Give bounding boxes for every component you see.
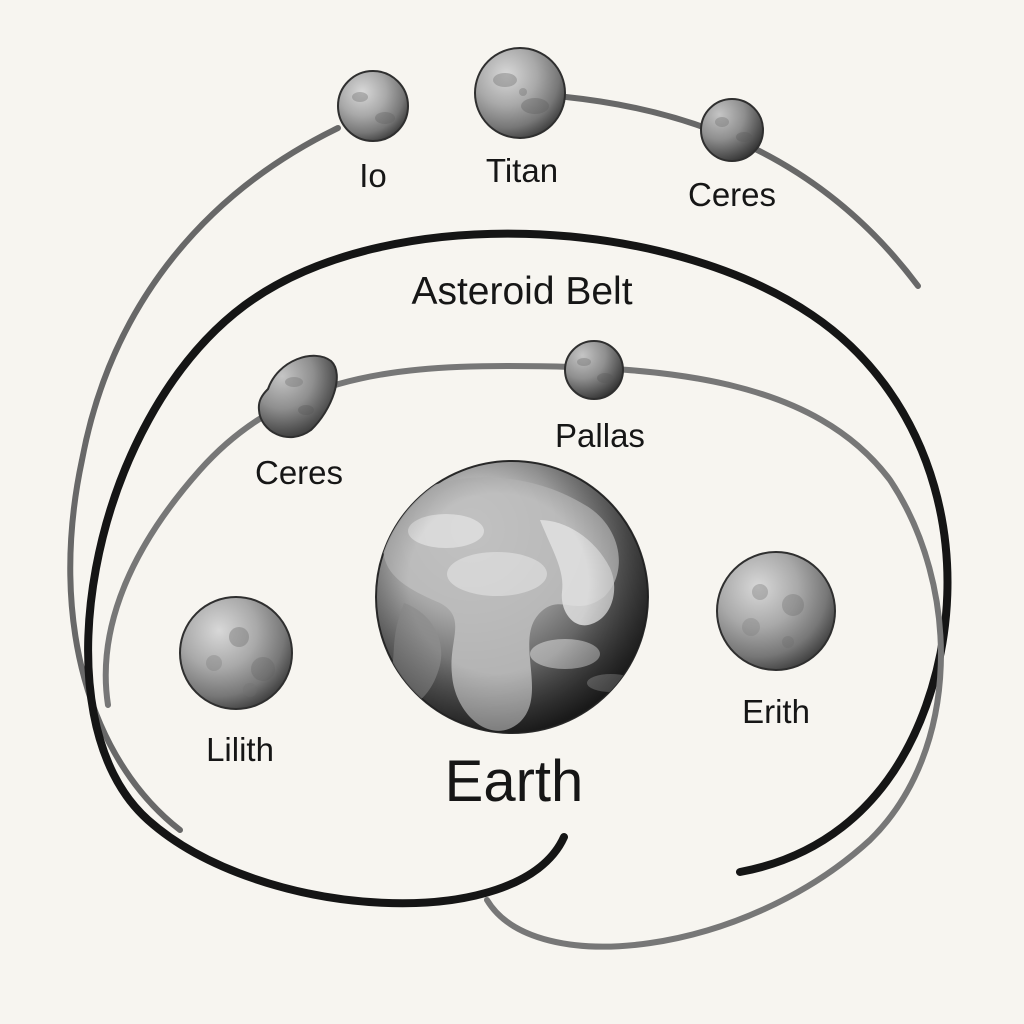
ceres-outer-label: Ceres — [688, 176, 776, 213]
erith-label: Erith — [742, 693, 810, 730]
erith-body — [716, 551, 836, 671]
io-label: Io — [359, 157, 387, 194]
io-body — [337, 70, 409, 142]
ceres-inner-body — [257, 354, 338, 439]
lilith-body — [179, 596, 293, 710]
asteroid-belt-label: Asteroid Belt — [411, 270, 632, 313]
titan-label: Titan — [486, 152, 558, 189]
belt-orbit-path — [84, 229, 952, 908]
inner-orbit-path — [102, 362, 944, 950]
outer-orbit-path — [67, 125, 341, 833]
lilith-label: Lilith — [206, 731, 274, 768]
earth-label: Earth — [445, 749, 584, 814]
earth-body — [375, 460, 649, 734]
titan-body — [474, 47, 566, 139]
ceres-inner-label: Ceres — [255, 454, 343, 491]
ceres-outer-body — [700, 98, 764, 162]
pallas-body — [564, 340, 624, 400]
pallas-label: Pallas — [555, 417, 645, 454]
